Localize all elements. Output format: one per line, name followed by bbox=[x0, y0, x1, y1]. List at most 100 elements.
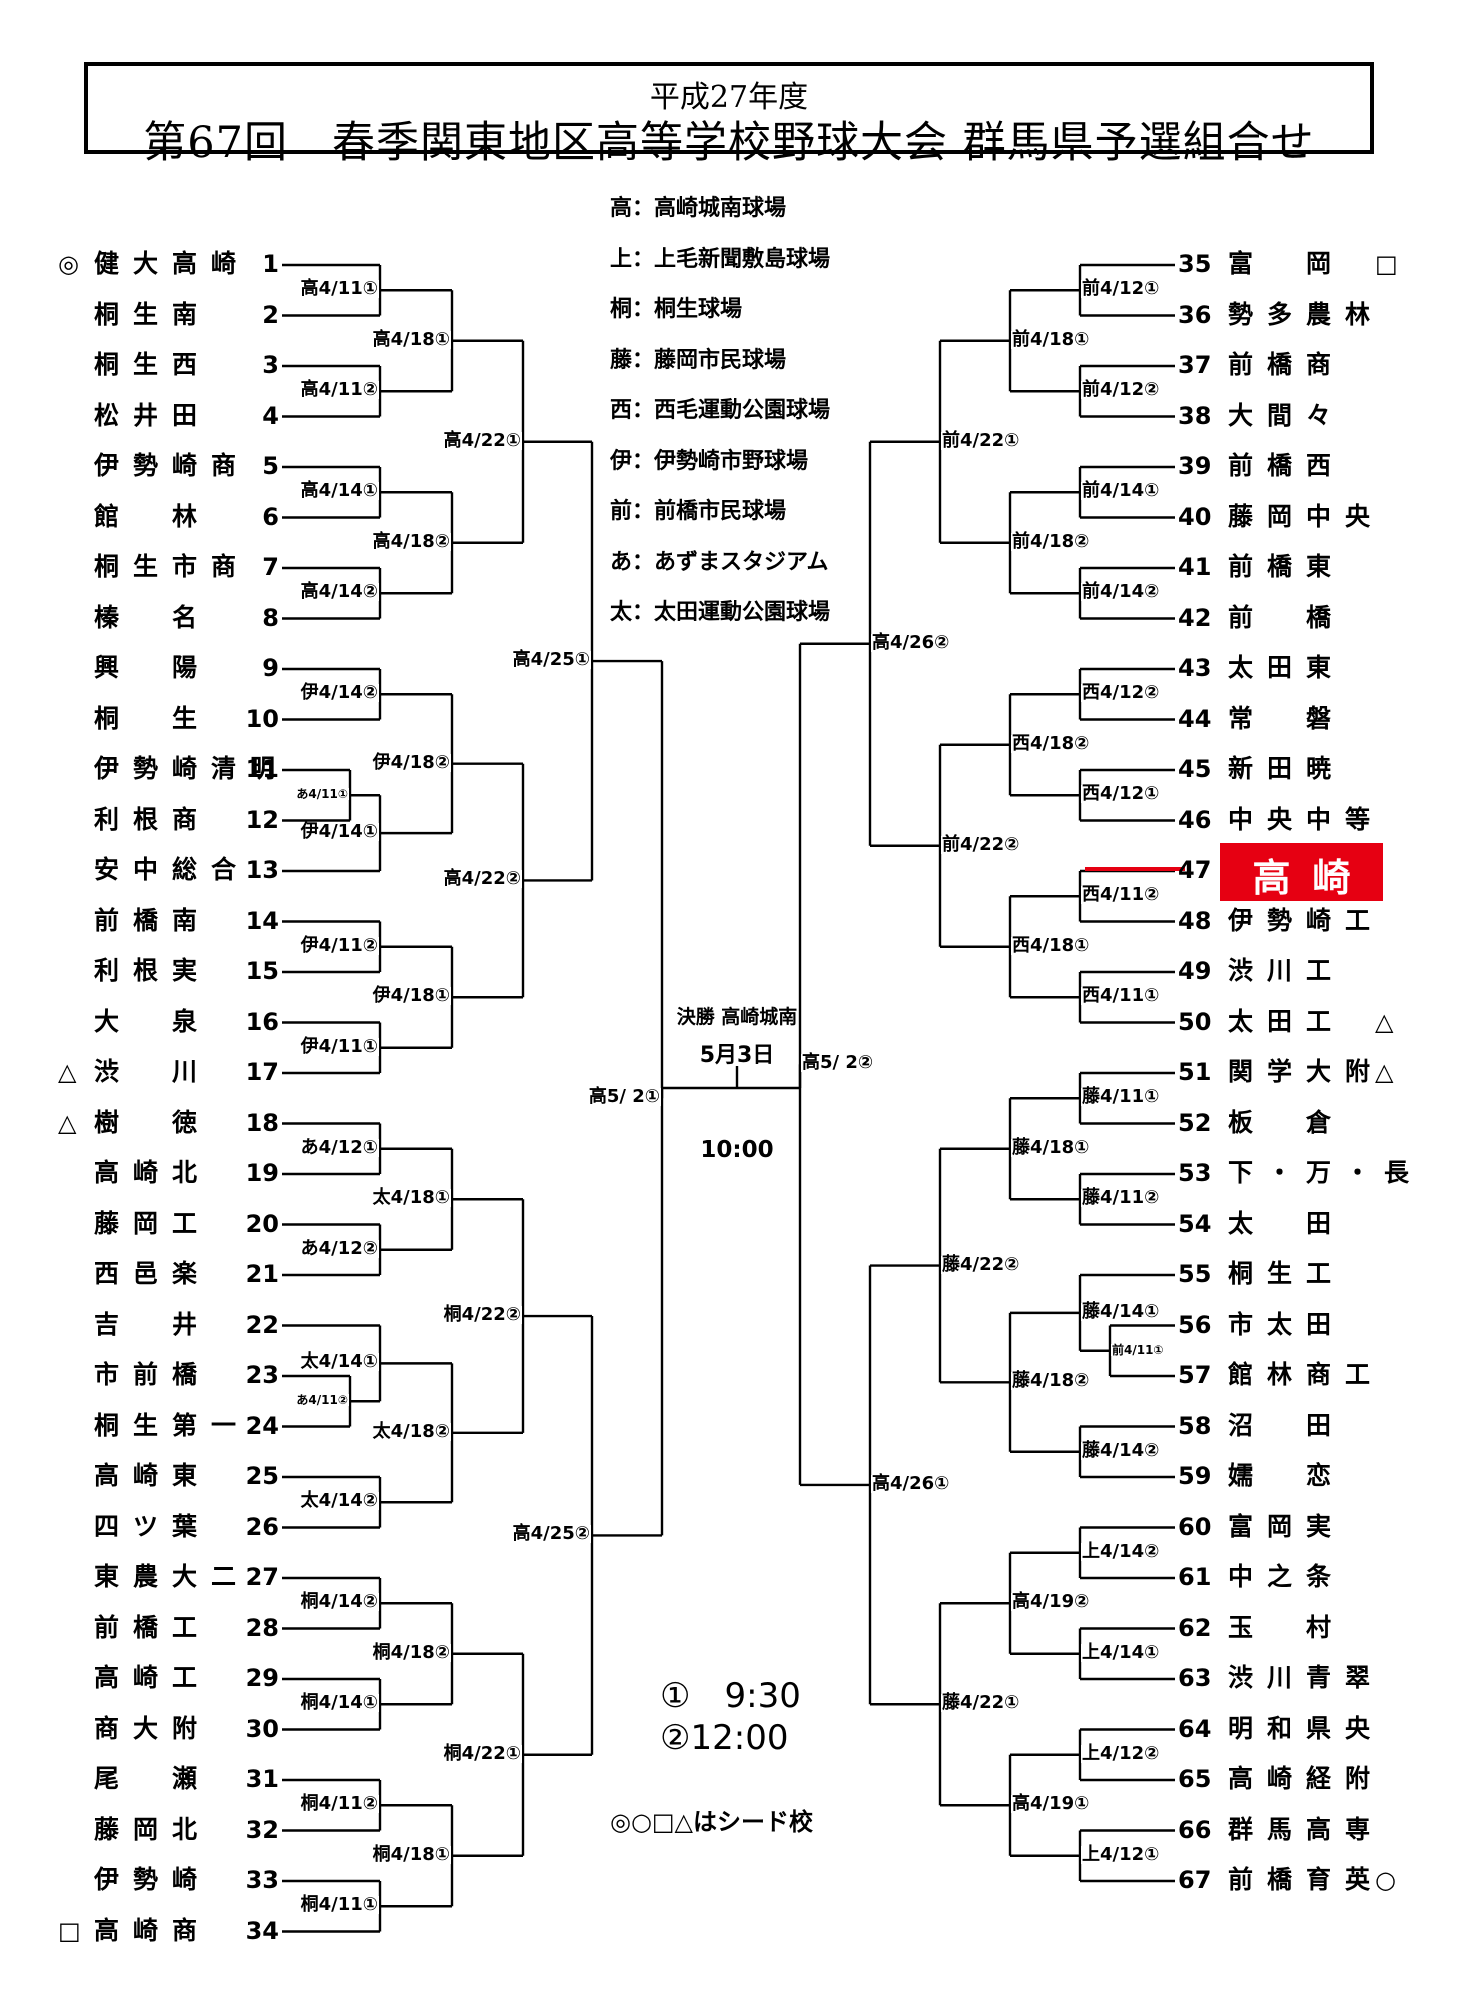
match-label: あ4/12① bbox=[299, 1136, 379, 1158]
seed-mark: ○ bbox=[1375, 1866, 1396, 1894]
final-time: 10:00 bbox=[700, 1137, 774, 1163]
match-label: 高4/26② bbox=[871, 631, 951, 653]
match-label: 高4/14① bbox=[299, 480, 379, 502]
match-label: 上4/14② bbox=[1081, 1540, 1161, 1562]
team-name: 前橋工 bbox=[94, 1612, 212, 1642]
team-name: 商大附 bbox=[94, 1713, 212, 1743]
team-number: 32 bbox=[245, 1815, 279, 1844]
time-second: ②12:00 bbox=[660, 1718, 789, 1758]
team-number: 18 bbox=[245, 1108, 279, 1137]
team-name: 明和県央 bbox=[1228, 1713, 1385, 1743]
team-name: 桐生第一 bbox=[94, 1410, 251, 1440]
team-number: 60 bbox=[1178, 1512, 1212, 1541]
time-first: ① 9:30 bbox=[660, 1676, 801, 1716]
team-name: 群馬高専 bbox=[1228, 1814, 1385, 1844]
match-label: あ4/11① bbox=[295, 787, 349, 802]
team-number: 4 bbox=[262, 401, 279, 430]
team-name: 松井田 bbox=[94, 400, 212, 430]
team-number: 19 bbox=[245, 1159, 279, 1187]
team-name: 桐生南 bbox=[94, 299, 212, 329]
match-label: 高4/22② bbox=[442, 868, 522, 890]
team-number: 63 bbox=[1178, 1664, 1212, 1692]
team-number: 21 bbox=[245, 1260, 279, 1288]
team-number: 41 bbox=[1178, 553, 1212, 581]
team-number: 66 bbox=[1178, 1815, 1212, 1844]
match-label: 高4/25① bbox=[511, 649, 591, 671]
team-number: 31 bbox=[245, 1765, 279, 1793]
match-label: 藤4/22① bbox=[941, 1692, 1021, 1714]
match-label: 桐4/11② bbox=[299, 1793, 379, 1815]
seed-mark: □ bbox=[1375, 250, 1398, 278]
team-name: 桐 生 bbox=[94, 703, 212, 733]
match-label: 桐4/14② bbox=[299, 1591, 379, 1613]
team-name: 高崎東 bbox=[94, 1461, 212, 1490]
team-number: 7 bbox=[262, 553, 279, 581]
highlight-underline bbox=[1085, 867, 1185, 871]
match-label: 西4/11① bbox=[1081, 985, 1161, 1007]
team-number: 35 bbox=[1178, 250, 1212, 278]
team-number: 37 bbox=[1178, 351, 1212, 379]
team-name: 沼 田 bbox=[1228, 1410, 1346, 1440]
seed-mark: △ bbox=[58, 1108, 77, 1137]
team-name: 市太田 bbox=[1228, 1309, 1346, 1339]
team-name: 太 田 bbox=[1228, 1208, 1346, 1238]
team-number: 24 bbox=[245, 1411, 279, 1440]
match-label: 藤4/22② bbox=[941, 1253, 1021, 1275]
team-name: 渋 川 bbox=[94, 1057, 212, 1086]
seed-mark: △ bbox=[58, 1058, 77, 1086]
team-number: 17 bbox=[245, 1058, 279, 1086]
team-name: 大 泉 bbox=[94, 1006, 212, 1036]
match-label: 上4/12② bbox=[1081, 1742, 1161, 1764]
team-name: 藤岡北 bbox=[94, 1814, 212, 1844]
team-number: 65 bbox=[1178, 1765, 1212, 1793]
team-name: 館林商工 bbox=[1228, 1360, 1385, 1389]
seed-mark: △ bbox=[1375, 1058, 1394, 1086]
team-name: 興 陽 bbox=[94, 653, 212, 682]
match-label: 桐4/14① bbox=[299, 1692, 379, 1714]
match-label: 西4/18② bbox=[1011, 732, 1091, 754]
match-label: 伊4/14② bbox=[299, 682, 379, 704]
match-label: 前4/14② bbox=[1081, 581, 1161, 603]
match-label: 藤4/14① bbox=[1081, 1300, 1161, 1322]
team-number: 13 bbox=[245, 856, 279, 884]
match-label: 前4/11① bbox=[1111, 1342, 1165, 1357]
seed-mark: ◎ bbox=[58, 250, 79, 278]
team-number: 50 bbox=[1178, 1007, 1212, 1036]
match-label: 西4/18① bbox=[1011, 934, 1091, 956]
team-name: 伊勢崎 bbox=[94, 1865, 212, 1894]
team-number: 39 bbox=[1178, 452, 1212, 480]
team-number: 33 bbox=[245, 1866, 279, 1894]
team-name: 利根実 bbox=[94, 956, 212, 985]
highlighted-team-name: 高崎 bbox=[1252, 856, 1373, 900]
team-number: 3 bbox=[262, 351, 279, 379]
team-number: 44 bbox=[1178, 704, 1212, 733]
venue-legend-item: 桐：桐生球場 bbox=[610, 297, 743, 322]
team-name: 勢多農林 bbox=[1228, 299, 1385, 329]
match-label: 上4/12① bbox=[1081, 1843, 1161, 1865]
match-label: 高4/11② bbox=[299, 379, 379, 401]
team-name: 健大高崎 bbox=[94, 249, 251, 278]
team-number: 11 bbox=[245, 755, 279, 783]
team-name: 板 倉 bbox=[1228, 1107, 1346, 1137]
team-name: 前橋育英 bbox=[1228, 1865, 1385, 1894]
match-label: 太4/14② bbox=[299, 1490, 379, 1512]
match-label: 高5/ 2① bbox=[587, 1086, 661, 1108]
match-label: 前4/22① bbox=[941, 429, 1021, 451]
match-label: 前4/18① bbox=[1011, 328, 1091, 350]
team-name: 前橋東 bbox=[1228, 552, 1346, 581]
team-name: 桐生西 bbox=[94, 350, 212, 379]
team-number: 5 bbox=[262, 452, 279, 480]
team-number: 25 bbox=[245, 1462, 279, 1490]
team-name: 利根商 bbox=[94, 804, 212, 834]
team-number: 45 bbox=[1178, 755, 1212, 783]
final-date: 5月3日 bbox=[699, 1043, 775, 1068]
team-number: 56 bbox=[1178, 1310, 1212, 1339]
match-label: 高4/26① bbox=[871, 1472, 951, 1494]
match-label: 伊4/11① bbox=[299, 1035, 379, 1057]
match-label: 桐4/22① bbox=[442, 1742, 522, 1764]
seed-note: ◎○□△はシード校 bbox=[610, 1808, 814, 1836]
team-name: 大間々 bbox=[1228, 400, 1346, 430]
team-name: 新田暁 bbox=[1228, 754, 1346, 783]
match-label: 藤4/14② bbox=[1081, 1439, 1161, 1461]
